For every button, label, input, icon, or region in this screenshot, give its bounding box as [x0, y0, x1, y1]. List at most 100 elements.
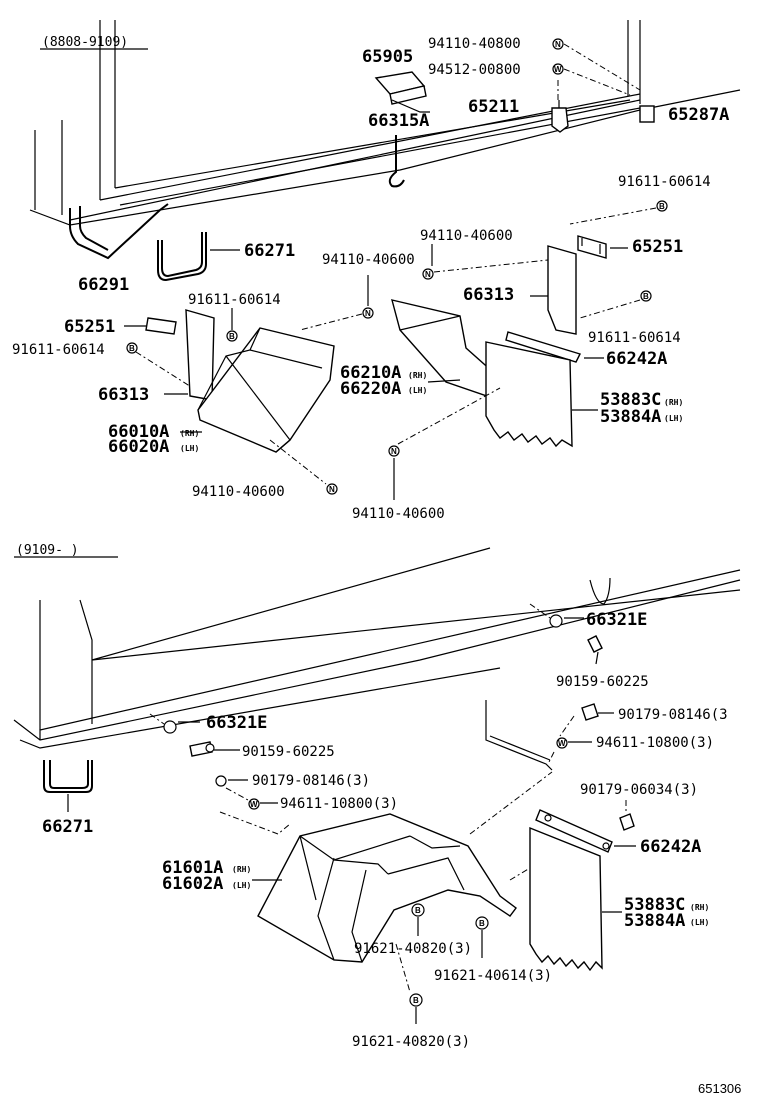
label-lh-66220A: (LH): [408, 386, 427, 395]
part-66271-ubolt-top: [157, 232, 240, 282]
bolt-marker-icon: [126, 342, 138, 354]
bottom-section-header: (9109- ): [16, 543, 79, 558]
label-91611-60614-b: 91611-60614: [188, 292, 281, 308]
label-94110-40600-a: 94110-40600: [420, 228, 513, 244]
screw-90159-60225-left-icon: [189, 741, 215, 757]
nut-marker-icon: [326, 483, 338, 495]
marker-b-text: B: [129, 344, 135, 353]
bolt-marker-icon: [409, 993, 423, 1007]
label-90159-60225-left: 90159-60225: [242, 744, 335, 760]
label-90179-08146-right: 90179-08146(3: [618, 707, 728, 723]
label-65905: 65905: [362, 47, 413, 67]
part-65251-plate-right: [577, 235, 607, 259]
grommet-66321E-left-icon: [163, 720, 177, 734]
label-66010A: 66010A: [108, 422, 169, 442]
bottom-section: (9109- ) 66321E 90159-60225 66321E: [13, 543, 741, 1050]
part-66315A-hook: [388, 135, 405, 188]
part-53883C-mudflap-top: [485, 341, 573, 448]
marker-b-text: B: [415, 906, 421, 915]
nut-marker-icon: [422, 268, 434, 280]
marker-w-text: W: [250, 800, 258, 809]
label-91621-40820-a: 91621-40820(3): [354, 941, 472, 957]
clip-90179-06034-icon: [619, 813, 635, 831]
label-66220A: 66220A: [340, 379, 401, 399]
label-rh-61601A: (RH): [232, 865, 251, 874]
label-lh-61602A: (LH): [232, 881, 251, 890]
bolt-marker-icon: [475, 916, 489, 930]
part-65251-plate-left: [145, 317, 177, 335]
bolt-marker-icon: [226, 330, 238, 342]
label-66313-right: 66313: [463, 285, 514, 305]
label-rh-66010A: (RH): [180, 429, 199, 438]
label-53883C-bottom: 53883C: [624, 895, 685, 915]
nut-marker-icon: [362, 307, 374, 319]
marker-n-text: N: [329, 485, 335, 494]
label-66210A: 66210A: [340, 363, 401, 383]
vehicle-body-bottom: [13, 547, 741, 749]
label-66020A: 66020A: [108, 437, 169, 457]
label-94110-40600-b: 94110-40600: [322, 252, 415, 268]
label-65251-right: 65251: [632, 237, 683, 257]
label-94512-00800: 94512-00800: [428, 62, 521, 78]
label-94110-40600-d: 94110-40600: [352, 506, 445, 522]
label-65287A: 65287A: [668, 105, 729, 125]
marker-w-text: W: [558, 739, 566, 748]
label-65211: 65211: [468, 97, 519, 117]
label-66313-left: 66313: [98, 385, 149, 405]
part-66010A-fender: [197, 327, 335, 453]
washer-marker-icon: [552, 63, 564, 75]
label-lh-66020A: (LH): [180, 444, 199, 453]
marker-n-text: N: [555, 40, 561, 49]
diagram-reference-number: 651306: [698, 1081, 741, 1096]
marker-w-text: W: [554, 65, 562, 74]
label-53884A-top: 53884A: [600, 407, 661, 427]
label-rh-66210A: (RH): [408, 371, 427, 380]
label-90179-06034: 90179-06034(3): [580, 782, 698, 798]
label-94110-40800: 94110-40800: [428, 36, 521, 52]
label-90159-60225-right: 90159-60225: [556, 674, 649, 690]
label-91621-40820-b: 91621-40820(3): [352, 1034, 470, 1050]
part-61601A-fender: [257, 813, 517, 963]
part-53883C-mudflap-bottom: [529, 826, 603, 972]
label-91621-40614: 91621-40614(3): [434, 968, 552, 984]
label-66315A: 66315A: [368, 111, 429, 131]
part-66242A-strip-bottom: [535, 809, 613, 853]
label-94611-10800-right: 94611-10800(3): [596, 735, 714, 751]
marker-n-text: N: [425, 270, 431, 279]
marker-b-text: B: [659, 202, 665, 211]
clip-90179-08146-left-icon: [215, 775, 227, 787]
marker-b-text: B: [413, 996, 419, 1005]
grommet-66321E-right-icon: [549, 614, 563, 628]
label-65251-left: 65251: [64, 317, 115, 337]
label-66271-top: 66271: [244, 241, 295, 261]
label-rh-53883C-bottom: (RH): [690, 903, 709, 912]
label-66242A-top: 66242A: [606, 349, 667, 369]
nut-marker-icon: [552, 38, 564, 50]
bolt-marker-icon: [656, 200, 668, 212]
part-fender-brace: [485, 700, 553, 771]
label-91611-60614-d: 91611-60614: [12, 342, 105, 358]
top-section: (8808-9109) 65905 66315A: [12, 20, 741, 522]
marker-b-text: B: [479, 919, 485, 928]
marker-n-text: N: [365, 309, 371, 318]
label-66321E-left: 66321E: [206, 713, 267, 733]
part-66271-ubolt-bottom: [43, 760, 93, 812]
label-61602A: 61602A: [162, 874, 223, 894]
part-65287A-pad: [639, 105, 655, 123]
part-66242A-strip-top: [505, 331, 581, 363]
part-66291-rod: [69, 203, 169, 260]
label-66271-bottom: 66271: [42, 817, 93, 837]
part-65211-stopper: [551, 100, 569, 133]
marker-b-text: B: [643, 292, 649, 301]
label-94110-40600-c: 94110-40600: [192, 484, 285, 500]
label-lh-53884A: (LH): [664, 414, 683, 423]
label-91611-60614-a: 91611-60614: [618, 174, 711, 190]
label-91611-60614-c: 91611-60614: [588, 330, 681, 346]
label-rh-53883C: (RH): [664, 398, 683, 407]
screw-90159-60225-right-icon: [587, 635, 603, 665]
label-90179-08146-left: 90179-08146(3): [252, 773, 370, 789]
clip-90179-08146-right-icon: [581, 703, 599, 721]
label-lh-53884A-bottom: (LH): [690, 918, 709, 927]
label-66321E-right: 66321E: [586, 610, 647, 630]
